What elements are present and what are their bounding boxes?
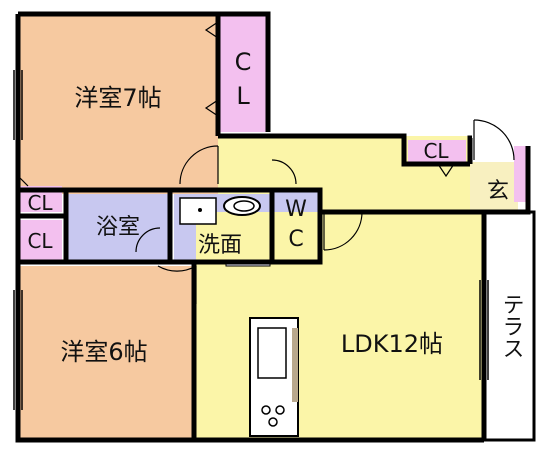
washroom-label: 洗面 (198, 233, 242, 258)
washbasin-counter (179, 197, 217, 225)
terrace-area (484, 212, 534, 438)
terrace-label: テラス (499, 293, 524, 359)
western-7-room (18, 14, 218, 194)
stove-burner (261, 405, 271, 415)
closet-left-bottom (18, 220, 62, 260)
stove-burner (268, 417, 278, 427)
wc-label-w: W (285, 197, 307, 222)
western-6-label: 洋室6帖 (60, 338, 147, 366)
stove-burner (275, 405, 285, 415)
washbasin-drain (198, 208, 202, 212)
ldk-room (196, 212, 482, 438)
closet-doors (17, 21, 455, 187)
entrance-label: 玄 (487, 179, 509, 204)
closet-main-l: L (236, 82, 250, 110)
closet-left-top-label: CL (27, 191, 53, 215)
closet-left-bottom-label: CL (27, 229, 53, 253)
door-swings (135, 119, 515, 304)
bath-label: 浴室 (96, 215, 140, 240)
kitchen-wall-strip (292, 328, 298, 402)
toilet-bowl (233, 200, 255, 212)
entrance-area (470, 162, 518, 210)
closet-main (218, 14, 268, 132)
closet-main-c: C (235, 48, 252, 76)
ldk-label: LDK12帖 (341, 330, 443, 358)
wc-label-c: C (288, 227, 303, 252)
entrance-closet (514, 146, 526, 202)
bath-room (66, 194, 170, 260)
closet-hall (408, 140, 466, 162)
closet-hall-label: CL (423, 139, 449, 163)
western-7-label: 洋室7帖 (74, 84, 161, 112)
toilet-icon (223, 196, 261, 216)
western-6-room (18, 266, 196, 438)
walls (15, 11, 536, 443)
windows (13, 70, 489, 410)
kitchen-sink (257, 327, 287, 379)
